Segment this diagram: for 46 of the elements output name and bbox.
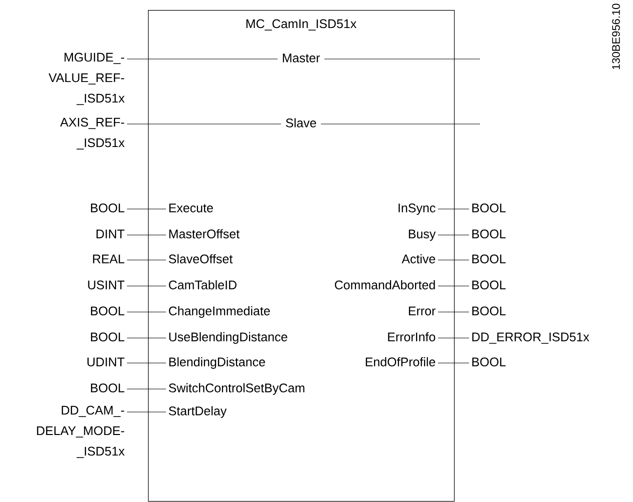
connection-line — [126, 388, 166, 390]
type-label: BOOL — [472, 204, 506, 212]
connection-line — [438, 208, 470, 210]
connection-line — [438, 234, 470, 236]
type-label: BOOL — [91, 332, 124, 342]
type-label: BOOL — [472, 230, 506, 238]
pin-label: Error — [408, 306, 436, 316]
type-label: BOOL — [91, 384, 124, 392]
type-label: UDINT — [87, 358, 124, 366]
pin-label: CamTableID — [168, 280, 236, 290]
type-label: MGUIDE_- VALUE_REF- _ISD51x — [48, 52, 125, 105]
type-label: USINT — [88, 280, 124, 290]
type-label: BOOL — [472, 306, 506, 316]
type-label: BOOL — [472, 254, 506, 264]
pin-label: EndOfProfile — [366, 357, 436, 366]
connection-line — [126, 58, 278, 60]
pin-label: ChangeImmediate — [168, 306, 270, 318]
type-label: BOOL — [91, 204, 124, 212]
pin-label: UseBlendingDistance — [169, 332, 288, 344]
connection-line — [126, 362, 166, 364]
pin-label: SlaveOffset — [168, 254, 233, 264]
type-label: BOOL — [472, 358, 506, 366]
type-label: AXIS_REF- _ISD51x — [60, 118, 125, 150]
pin-label: StartDelay — [168, 406, 227, 418]
pin-label: InSync — [398, 204, 436, 215]
type-label: DD_CAM_- DELAY_MODE- _ISD51x — [37, 406, 125, 458]
connection-line — [126, 208, 166, 210]
pin-label: Master — [282, 54, 320, 62]
connection-line — [126, 234, 166, 236]
pin-label: Active — [402, 254, 436, 264]
pin-label: BlendingDistance — [169, 357, 265, 369]
type-label: REAL — [93, 254, 124, 264]
type-label: DINT — [96, 230, 124, 238]
pin-label: ErrorInfo — [388, 332, 436, 342]
type-label: DD_ERROR_ISD51x — [472, 332, 590, 344]
connection-line — [438, 362, 470, 364]
pin-label: MasterOffset — [169, 229, 240, 238]
pin-label: Busy — [408, 230, 436, 241]
pin-label: CommandAborted — [334, 280, 435, 290]
figure-number: 130BE956.10 — [612, 4, 620, 70]
type-label: BOOL — [472, 280, 506, 290]
pin-label: Slave — [286, 118, 316, 128]
connection-line — [324, 58, 480, 60]
type-label: BOOL — [91, 306, 124, 316]
pin-label: SwitchControlSetByCam — [168, 383, 304, 395]
pin-label: Execute — [169, 204, 213, 212]
